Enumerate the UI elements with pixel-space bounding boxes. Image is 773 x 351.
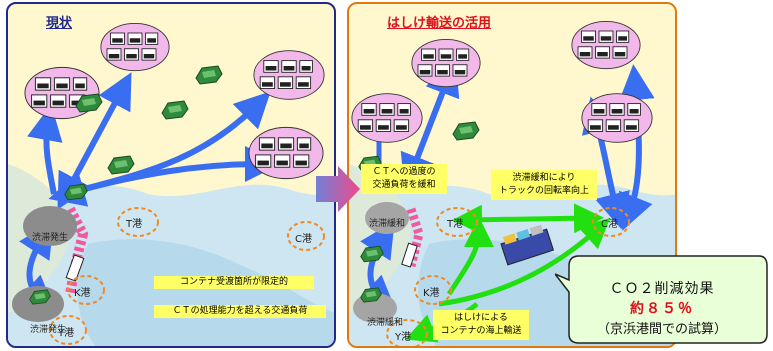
port-label-y: Y港 — [395, 332, 412, 343]
box-line: はしけによる — [454, 313, 508, 323]
port-label-y: Y港 — [58, 328, 75, 339]
barge-usage-panel: はしけ輸送の活用 渋滞緩和 渋滞緩和 T港 C港 K港 Y港 ＣＴへの過度の 交… — [347, 2, 677, 348]
panel-title: はしけ輸送の活用 — [387, 16, 492, 31]
port-label-k: K港 — [74, 288, 91, 299]
limited-delivery-box: コンテナ受渡箇所が限定的 — [154, 276, 314, 289]
port-label-c: C港 — [295, 234, 312, 245]
barge-transport-box: はしけによる コンテナの海上輸送 — [433, 310, 529, 340]
co2-estimate-note: （京浜港間での試算） — [596, 322, 727, 337]
port-label-c: C港 — [601, 219, 618, 230]
port-label-t: T港 — [126, 219, 143, 230]
port-label-t: T港 — [447, 219, 464, 230]
relief-label: 渋滞緩和 — [367, 318, 404, 328]
co2-effect-title: ＣＯ２削減効果 — [609, 281, 715, 297]
box-line: 交通負荷を緩和 — [372, 180, 436, 190]
congestion-label: 渋滞発生 — [32, 233, 69, 243]
co2-callout-shape — [555, 255, 768, 344]
panel-title: 現状 — [46, 16, 73, 31]
box-line: トラックの回転率向上 — [498, 186, 589, 196]
port-label-k: K港 — [423, 288, 440, 299]
box-line: コンテナの海上輸送 — [440, 326, 522, 336]
congestion-label: 渋滞発生 — [30, 325, 67, 335]
transition-arrow-icon — [316, 166, 360, 212]
truck-turnover-box: 渋滞緩和により トラックの回転率向上 — [491, 170, 597, 200]
ct-load-relief-box: ＣＴへの過度の 交通負荷を緩和 — [361, 164, 447, 194]
box-line: ＣＴへの過度の — [372, 167, 436, 177]
co2-reduction-value: 約８５％ — [630, 301, 694, 317]
relief-label: 渋滞緩和 — [369, 219, 406, 229]
current-state-panel: 現状 渋滞発生 渋滞発生 T港 C港 K港 Y港 コンテナ受渡箇所が限定的 ＣＴ… — [6, 2, 336, 348]
current-state-map — [8, 22, 334, 346]
box-line: 渋滞緩和により — [512, 173, 576, 183]
traffic-load-box: ＣＴの処理能力を超える交通負荷 — [154, 305, 326, 318]
